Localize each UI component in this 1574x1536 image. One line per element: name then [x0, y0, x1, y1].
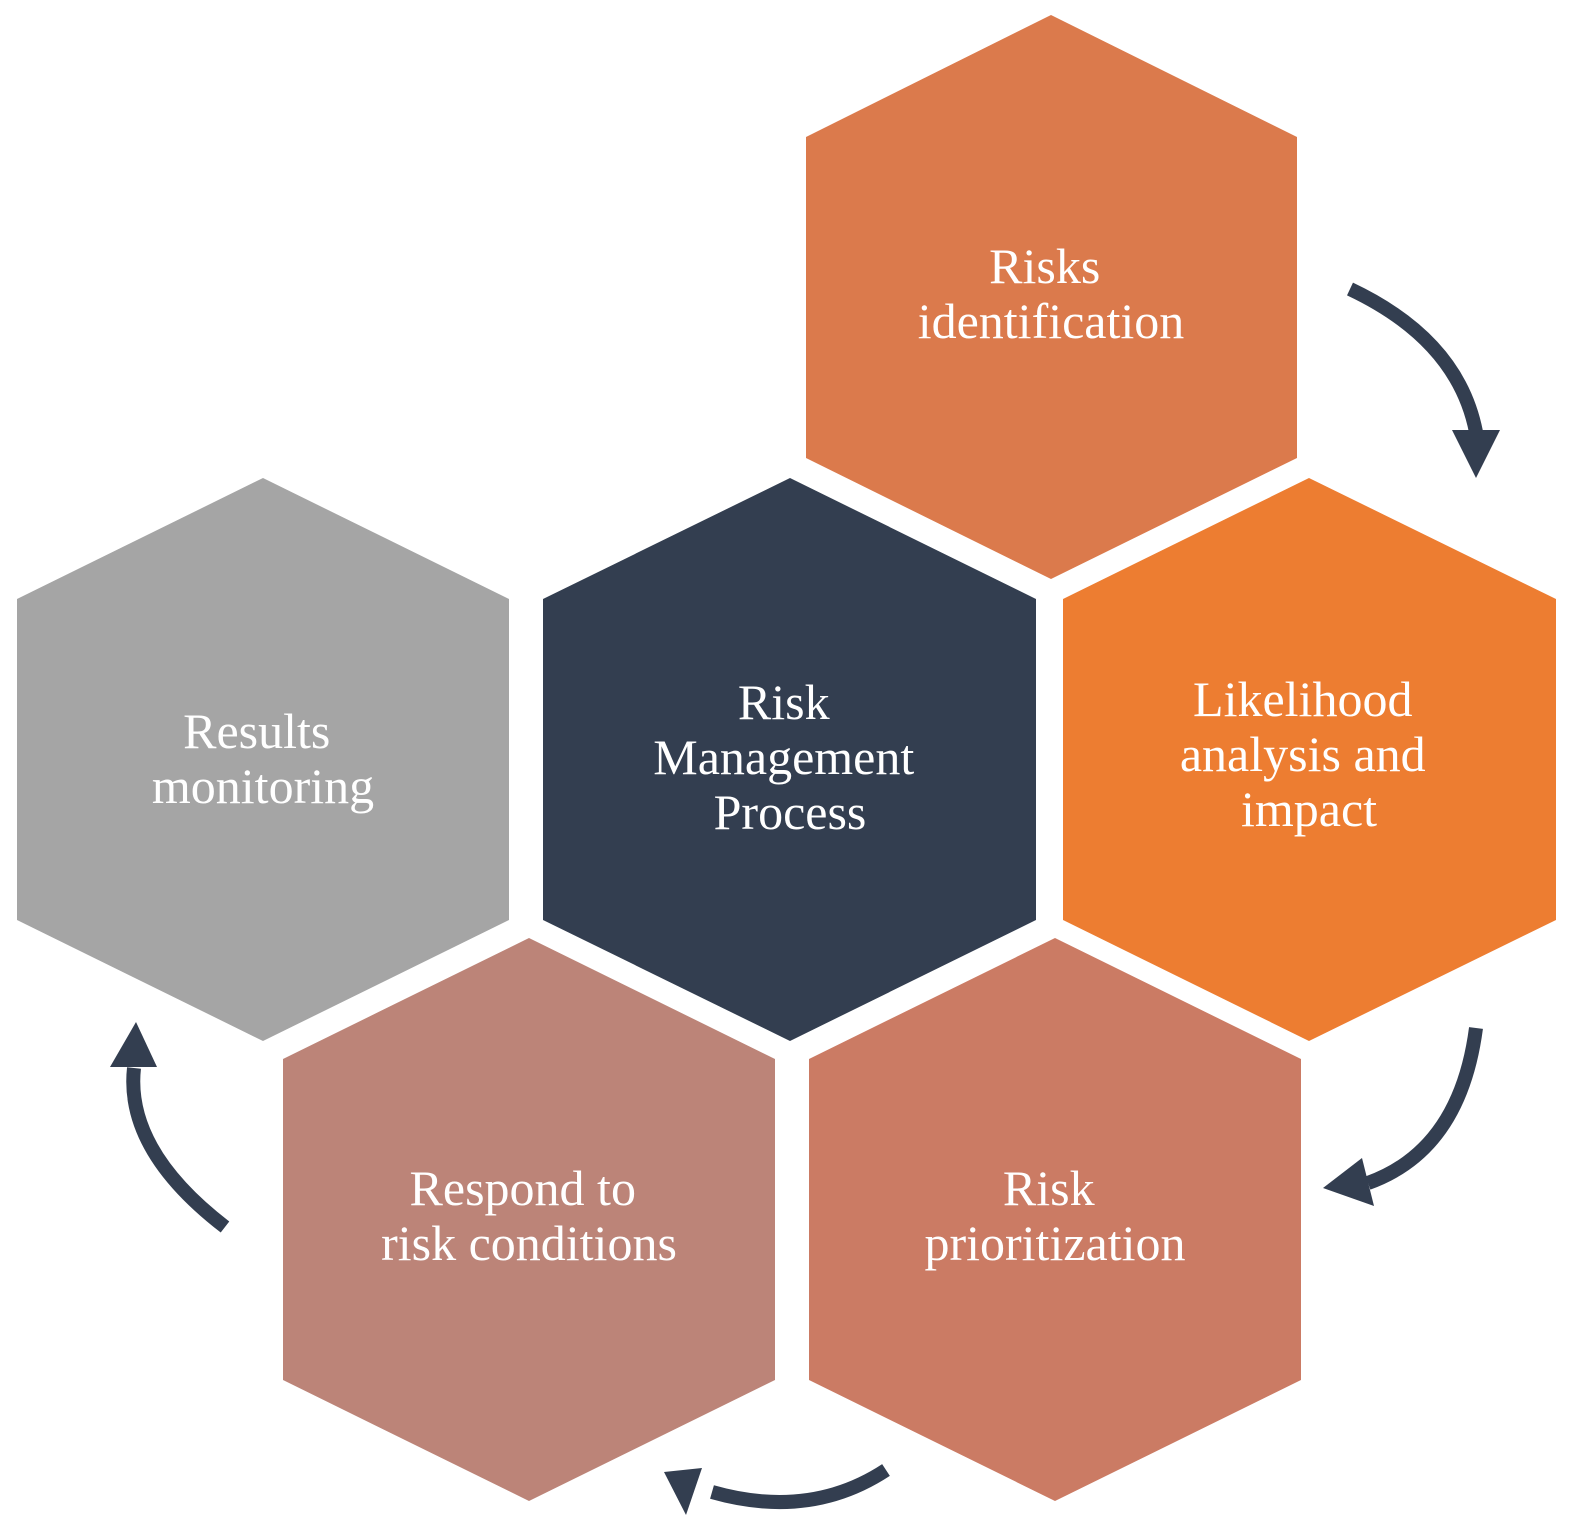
- risks-identification-hexagon-shape: [806, 15, 1297, 579]
- results-monitoring-hexagon-shape: [17, 478, 509, 1041]
- center-label-line: Process: [714, 784, 867, 840]
- step-label-line: impact: [1241, 781, 1377, 837]
- cycle-arrows: [110, 282, 1500, 1515]
- step-label-line: Respond to: [410, 1160, 636, 1216]
- risk-prioritization-hexagon: Risk prioritization: [809, 938, 1301, 1501]
- results-monitoring-hexagon: Results monitoring: [17, 478, 509, 1041]
- arrow-head-icon: [1452, 430, 1500, 478]
- step-label-line: Risk: [1003, 1160, 1095, 1216]
- respond-risk-conditions-label: Respond to risk conditions: [381, 1160, 677, 1271]
- hexagon-group: Risk Management Process Risks identifica…: [17, 15, 1556, 1501]
- arrow-respond-to-monitoring: [110, 1022, 230, 1233]
- arrow-curve: [1365, 1027, 1483, 1190]
- arrow-curve: [126, 1067, 230, 1233]
- arrow-identification-to-likelihood: [1347, 282, 1500, 478]
- results-monitoring-label: Results monitoring: [152, 703, 374, 814]
- arrow-curve: [1347, 282, 1483, 434]
- arrow-prioritization-to-respond: [664, 1464, 890, 1515]
- likelihood-analysis-hexagon-shape: [1063, 478, 1556, 1041]
- step-label-line: risk conditions: [381, 1215, 677, 1271]
- arrow-likelihood-to-prioritization: [1323, 1027, 1483, 1206]
- risks-identification-label: Risks identification: [918, 238, 1185, 349]
- respond-risk-conditions-hexagon-shape: [283, 938, 775, 1501]
- center-label-line: Risk: [738, 674, 830, 730]
- step-label-line: Risks: [989, 238, 1100, 294]
- center-hexagon-label: Risk Management Process: [653, 674, 927, 840]
- center-hexagon-shape: [543, 478, 1036, 1041]
- step-label-line: prioritization: [924, 1215, 1185, 1271]
- likelihood-analysis-label: Likelihood analysis and impact: [1180, 671, 1438, 837]
- risk-prioritization-label: Risk prioritization: [924, 1160, 1185, 1271]
- center-hexagon: Risk Management Process: [543, 478, 1036, 1041]
- risks-identification-hexagon: Risks identification: [806, 15, 1297, 579]
- step-label-line: analysis and: [1180, 726, 1426, 782]
- center-label-line: Management: [653, 729, 914, 785]
- respond-risk-conditions-hexagon: Respond to risk conditions: [283, 938, 775, 1501]
- step-label-line: monitoring: [152, 758, 374, 814]
- step-label-line: Likelihood: [1193, 671, 1412, 727]
- likelihood-analysis-hexagon: Likelihood analysis and impact: [1063, 478, 1556, 1041]
- risk-prioritization-hexagon-shape: [809, 938, 1301, 1501]
- step-label-line: Results: [183, 703, 330, 759]
- arrow-head-icon: [664, 1468, 702, 1515]
- step-label-line: identification: [918, 293, 1185, 349]
- arrow-head-icon: [110, 1022, 157, 1067]
- arrow-curve: [710, 1464, 890, 1510]
- arrow-head-icon: [1323, 1158, 1374, 1206]
